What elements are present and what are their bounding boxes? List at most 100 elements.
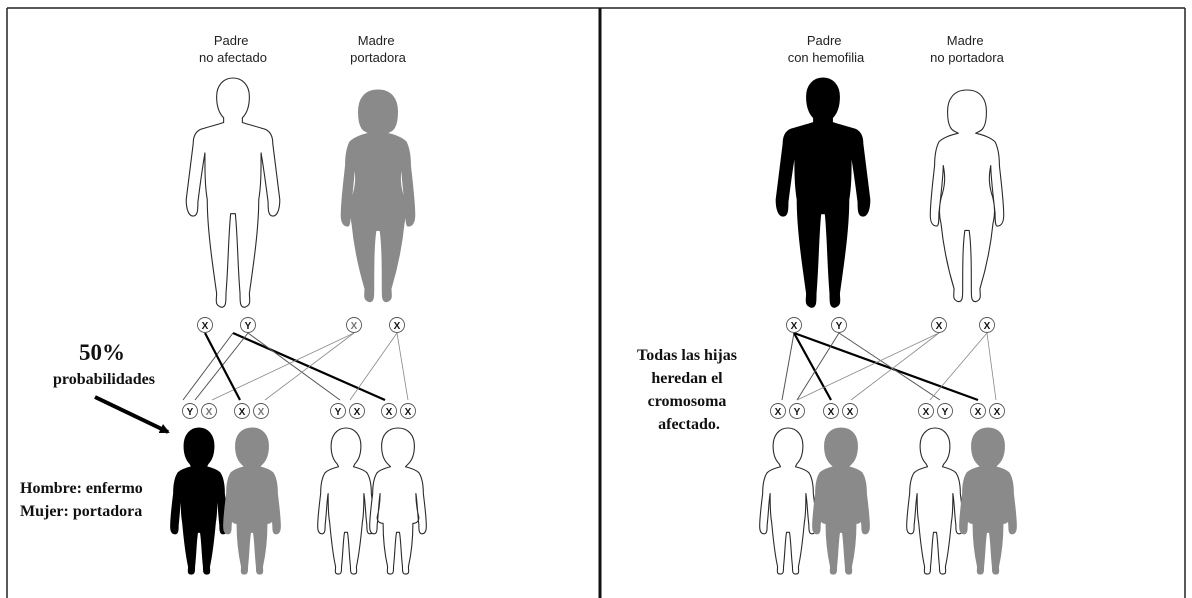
cross-lines-left	[183, 333, 408, 400]
silhouette-path	[960, 428, 1017, 574]
child4-figure-left	[370, 428, 427, 574]
svg-text:X: X	[202, 321, 209, 332]
chromosome-mother-x2-left: X	[390, 318, 405, 333]
annotation-daughters-line1: Todas las hijas	[637, 347, 737, 364]
svg-text:X: X	[975, 407, 982, 418]
svg-text:X: X	[775, 407, 782, 418]
svg-text:X: X	[258, 407, 265, 418]
mother-label-line2: no portadora	[930, 50, 1004, 65]
child3-chromosome-2: X	[350, 404, 365, 419]
svg-text:X: X	[405, 407, 412, 418]
child1-chromosome-1: Y	[183, 404, 198, 419]
annotation-probabilities: probabilidades	[53, 371, 155, 388]
svg-text:X: X	[351, 321, 358, 332]
chromosome-father-y-left: Y	[241, 318, 256, 333]
annotation-outcome-line2: Mujer: portadora	[20, 503, 142, 520]
silhouette-path	[370, 428, 427, 574]
annotation-outcome: Hombre: enfermo Mujer: portadora	[20, 480, 147, 520]
child3-chromosome-1: Y	[331, 404, 346, 419]
father-label-line1: Padre	[214, 33, 249, 48]
father-label-left: Padre no afectado	[199, 33, 267, 65]
child1-chromosome-2: X	[202, 404, 217, 419]
silhouette-path	[907, 428, 964, 574]
annotation-daughters-line4: afectado.	[658, 416, 720, 433]
child1-figure-left	[171, 428, 228, 574]
silhouette-path	[186, 78, 280, 307]
svg-text:X: X	[206, 407, 213, 418]
child1-figure-right	[760, 428, 817, 574]
annotation-percent: 50%	[79, 340, 125, 365]
child4-chromosome-2: X	[401, 404, 416, 419]
chromosome-mother-x2-right: X	[980, 318, 995, 333]
child4-chromosome-2: X	[990, 404, 1005, 419]
chromosome-father-y-right: Y	[832, 318, 847, 333]
mother-label-right: Madre no portadora	[930, 33, 1004, 65]
child2-chromosome-1: X	[824, 404, 839, 419]
panel-right: Padre con hemofilia Madre no portadora X…	[637, 33, 1016, 574]
silhouette-path	[171, 428, 228, 574]
father-label-line2: no afectado	[199, 50, 267, 65]
child2-figure-right	[813, 428, 870, 574]
silhouette-path	[341, 90, 414, 302]
father-label-right: Padre con hemofilia	[788, 33, 865, 65]
silhouette-path	[760, 428, 817, 574]
mother-label-line2: portadora	[350, 50, 406, 65]
annotation-daughters-line2: heredan el	[651, 370, 723, 387]
mother-figure-left	[341, 90, 414, 302]
mother-label-line1: Madre	[947, 33, 984, 48]
annotation-outcome-line1: Hombre: enfermo	[20, 480, 143, 497]
silhouette-path	[813, 428, 870, 574]
svg-text:X: X	[847, 407, 854, 418]
annotation-daughters-line3: cromosoma	[648, 393, 727, 410]
silhouette-path	[224, 428, 281, 574]
svg-text:X: X	[354, 407, 361, 418]
svg-text:Y: Y	[187, 407, 194, 418]
child3-figure-right	[907, 428, 964, 574]
chromosome-father-x-right: X	[787, 318, 802, 333]
svg-text:X: X	[828, 407, 835, 418]
silhouette-path	[930, 90, 1003, 302]
child1-chromosome-1: X	[771, 404, 786, 419]
father-figure-left	[186, 78, 280, 307]
child3-figure-left	[318, 428, 375, 574]
chromosome-mother-x1-right: X	[932, 318, 947, 333]
child3-chromosome-1: X	[919, 404, 934, 419]
child2-chromosome-1: X	[235, 404, 250, 419]
svg-text:X: X	[394, 321, 401, 332]
mother-label-left: Madre portadora	[350, 33, 406, 65]
svg-text:X: X	[791, 321, 798, 332]
child2-chromosome-2: X	[843, 404, 858, 419]
svg-text:Y: Y	[245, 321, 252, 332]
svg-text:Y: Y	[794, 407, 801, 418]
chromosome-mother-x1-left: X	[347, 318, 362, 333]
svg-text:X: X	[984, 321, 991, 332]
svg-text:X: X	[994, 407, 1001, 418]
mother-figure-right	[930, 90, 1003, 302]
mother-label-line1: Madre	[358, 33, 395, 48]
chromosome-father-x-left: X	[198, 318, 213, 333]
child3-chromosome-2: Y	[938, 404, 953, 419]
child2-chromosome-2: X	[254, 404, 269, 419]
svg-text:Y: Y	[942, 407, 949, 418]
panel-left: Padre no afectado Madre portadora X Y X …	[20, 33, 426, 574]
silhouette-path	[318, 428, 375, 574]
svg-text:Y: Y	[335, 407, 342, 418]
annotation-arrow	[95, 397, 168, 432]
father-label-line1: Padre	[807, 33, 842, 48]
svg-text:X: X	[386, 407, 393, 418]
father-label-line2: con hemofilia	[788, 50, 865, 65]
annotation-daughters: Todas las hijas heredan el cromosoma afe…	[637, 347, 741, 433]
child4-chromosome-1: X	[971, 404, 986, 419]
silhouette-path	[776, 78, 870, 307]
child4-figure-right	[960, 428, 1017, 574]
child4-chromosome-1: X	[382, 404, 397, 419]
child2-figure-left	[224, 428, 281, 574]
svg-text:X: X	[239, 407, 246, 418]
father-figure-right	[776, 78, 870, 307]
cross-lines-right	[782, 333, 996, 400]
child1-chromosome-2: Y	[790, 404, 805, 419]
svg-text:X: X	[936, 321, 943, 332]
svg-text:Y: Y	[836, 321, 843, 332]
svg-text:X: X	[923, 407, 930, 418]
